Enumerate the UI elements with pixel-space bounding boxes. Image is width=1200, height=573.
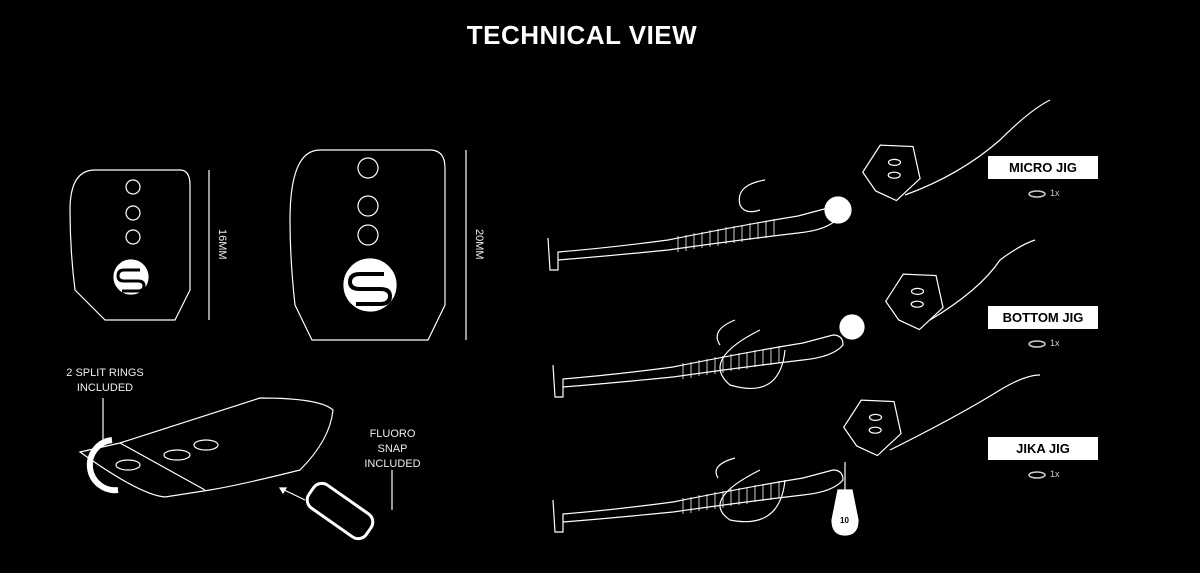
callout-line: 2 SPLIT RINGS bbox=[66, 367, 144, 379]
dimension-label-16mm: 16MM bbox=[216, 229, 228, 260]
rig-micro-jig bbox=[547, 99, 1051, 271]
blade-16mm bbox=[69, 169, 210, 321]
split-ring-icon bbox=[86, 437, 119, 494]
rig-quantity: 1x bbox=[1050, 188, 1060, 198]
hook-icon bbox=[716, 319, 786, 389]
rig-label-jika-jig: JIKA JIG bbox=[988, 437, 1098, 460]
callout-line: INCLUDED bbox=[76, 382, 134, 394]
callout-line: FLUORO bbox=[369, 428, 416, 440]
rig-label-micro-jig: MICRO JIG bbox=[988, 156, 1098, 179]
rig-quantity: 1x bbox=[1050, 469, 1060, 479]
fluoro-snap-callout: FLUORO SNAP INCLUDED bbox=[355, 427, 430, 472]
rig-jika-jig bbox=[552, 374, 1041, 536]
split-ring-icon bbox=[1028, 190, 1046, 479]
fluoro-snap-icon bbox=[305, 481, 375, 541]
jika-weight-icon bbox=[831, 489, 859, 536]
hook-icon bbox=[738, 179, 766, 213]
hook-icon bbox=[715, 457, 786, 523]
page-title: TECHNICAL VIEW bbox=[466, 20, 698, 50]
callout-line: SNAP bbox=[377, 443, 408, 455]
split-rings-callout: 2 SPLIT RINGS INCLUDED bbox=[55, 366, 155, 396]
rig-bottom-jig bbox=[552, 239, 1036, 398]
blade-20mm bbox=[289, 149, 467, 341]
dimension-label-20mm: 20MM bbox=[473, 229, 485, 260]
rig-label-bottom-jig: BOTTOM JIG bbox=[988, 306, 1098, 329]
rig-quantity: 1x bbox=[1050, 338, 1060, 348]
callout-line: INCLUDED bbox=[364, 458, 421, 470]
blade-perspective bbox=[78, 397, 393, 541]
weight-label: 10 bbox=[840, 516, 849, 525]
